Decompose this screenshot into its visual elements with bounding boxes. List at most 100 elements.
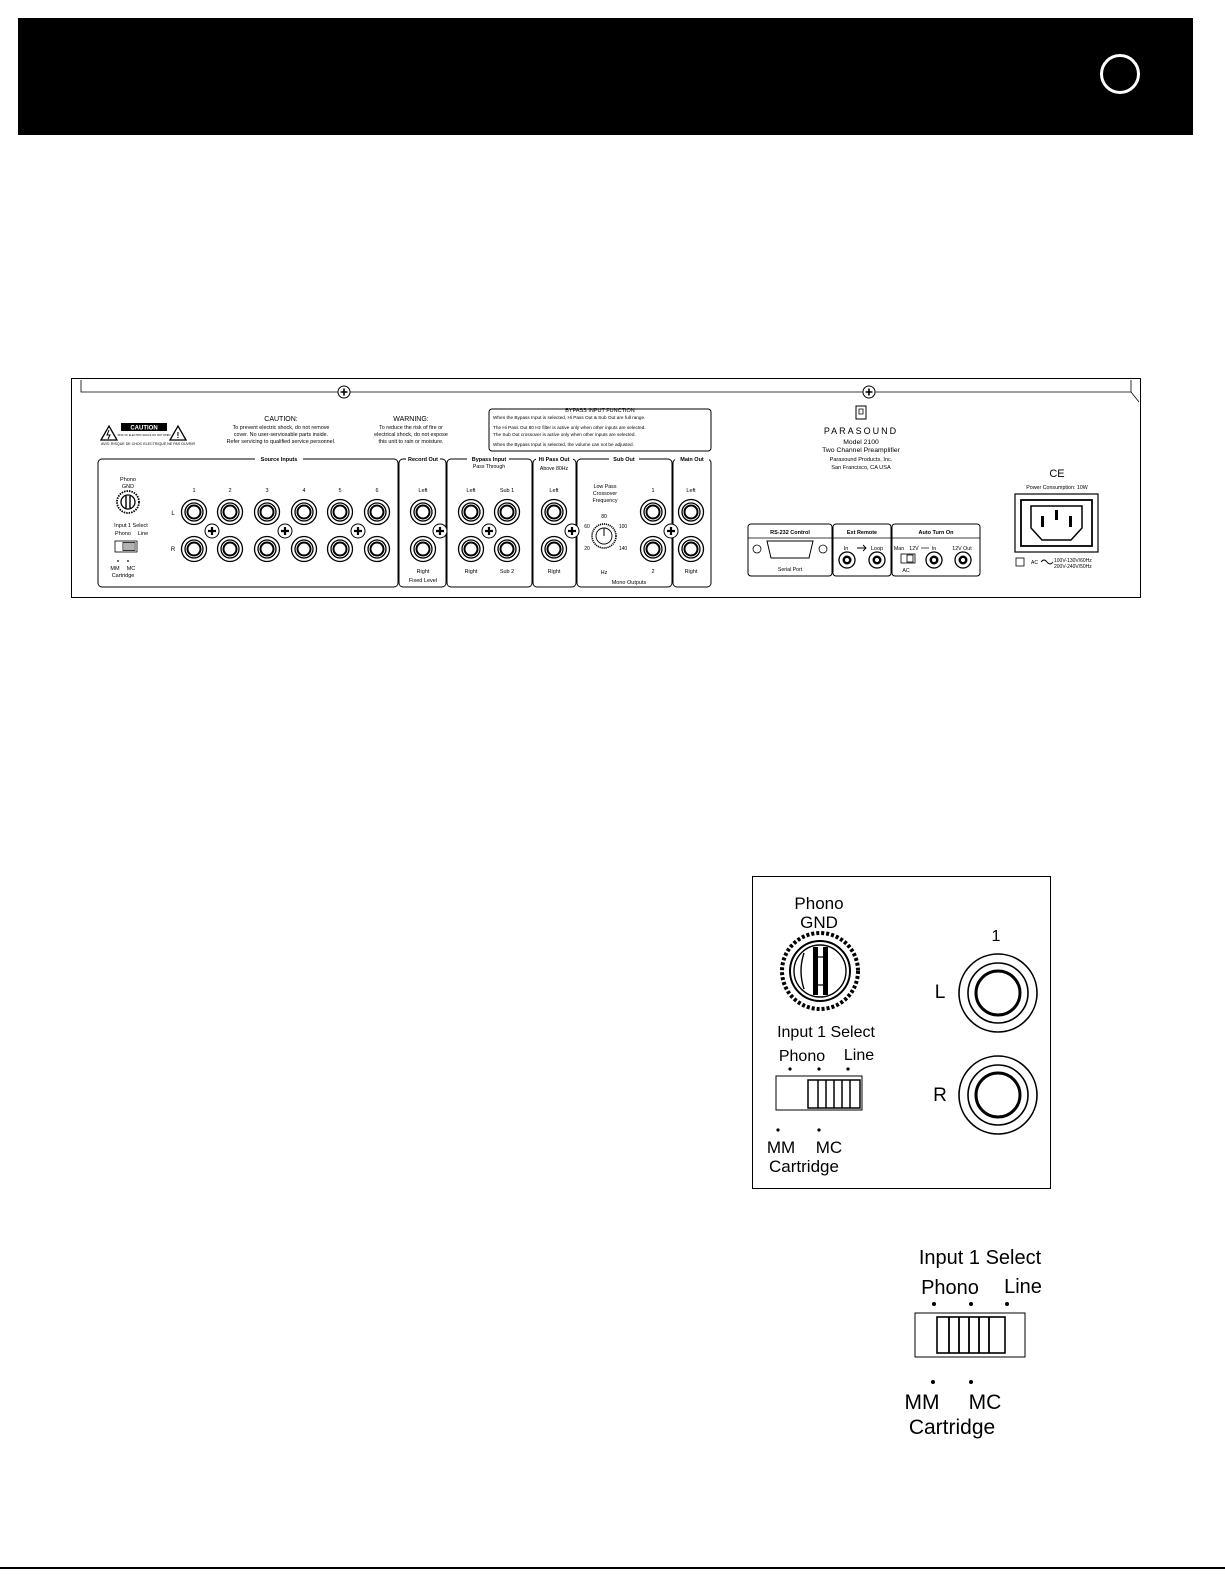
ext-remote-in: In	[844, 546, 849, 552]
serial-port-label: Serial Port	[778, 567, 803, 573]
sub-out-1: 1	[651, 488, 654, 494]
knob-mark: 60	[584, 524, 590, 530]
screw-icon	[276, 522, 294, 540]
auto-12v-out: 12V Out	[952, 546, 972, 552]
phono-gnd-label: GND	[122, 484, 134, 490]
caution-plate: CAUTION RISK OF ELECTRIC SHOCK DO NOT OP…	[99, 423, 196, 446]
rca-jack-icon[interactable]	[540, 535, 568, 563]
screw-icon	[480, 522, 498, 540]
rca-jack-icon[interactable]	[180, 535, 208, 563]
main-out-right: Right	[685, 569, 698, 575]
rca-jack-icon[interactable]	[677, 498, 705, 526]
detail-phono-pos: Phono	[779, 1048, 825, 1065]
rca-jack-icon[interactable]	[540, 498, 568, 526]
mc-label: MC	[127, 566, 136, 572]
bypass-left: Left	[466, 488, 476, 494]
bypass-function-title: BYPASS INPUT FUNCTION	[565, 408, 635, 414]
rca-jack-icon[interactable]	[457, 498, 485, 526]
record-out-left: Left	[418, 488, 428, 494]
rca-jack-icon[interactable]	[290, 498, 318, 526]
rca-jack-icon[interactable]	[180, 498, 208, 526]
rca-jack-icon[interactable]	[409, 498, 437, 526]
rca-jack-icon[interactable]	[326, 535, 354, 563]
bypass-sub2: Sub 2	[500, 569, 514, 575]
header-bar	[18, 18, 1193, 135]
auto-12v: 12V	[909, 546, 919, 552]
bypass-function-line: When the Bypass Input is selected, the v…	[493, 442, 634, 447]
voltage-line: 100V-130V/60Hz	[1054, 558, 1092, 564]
caution-line: Refer servicing to qualified service per…	[227, 439, 336, 445]
rca-jack-left-icon[interactable]	[958, 953, 1038, 1033]
phono-gnd-terminal-icon[interactable]	[780, 931, 860, 1011]
main-out-left: Left	[686, 488, 696, 494]
ac-label: AC	[1031, 560, 1038, 566]
trigger-in-jack-icon[interactable]	[925, 551, 943, 569]
rca-jack-icon[interactable]	[493, 535, 521, 563]
hi-pass-out-label: Hi Pass Out	[539, 457, 570, 463]
detail-number: 1	[992, 928, 1001, 945]
input1-detail-diagram: Phono GND 1 L R Input 1 Select Phono Lin…	[752, 876, 1051, 1189]
detail-phono: Phono	[794, 894, 843, 913]
auto-man: Man	[894, 546, 904, 552]
hi-pass-right: Right	[548, 569, 561, 575]
record-out-right: Right	[417, 569, 430, 575]
rca-jack-icon[interactable]	[290, 535, 318, 563]
input-number: 6	[375, 488, 378, 494]
brand-model: Model 2100	[843, 439, 879, 446]
bypass-function-line: The Hi Pass Out 80 Hz filter is active o…	[493, 425, 646, 430]
rca-jack-icon[interactable]	[363, 535, 391, 563]
brand-type: Two Channel Preamplifier	[822, 447, 901, 454]
auto-mode-switch[interactable]	[900, 553, 916, 564]
detail-gnd: GND	[800, 913, 838, 932]
ext-remote-jack-icon[interactable]	[868, 551, 886, 569]
rear-panel-diagram: CAUTION RISK OF ELECTRIC SHOCK DO NOT OP…	[71, 378, 1141, 598]
serial-port-icon[interactable]	[752, 540, 828, 559]
caution-title: CAUTION:	[264, 416, 298, 423]
rca-jack-icon[interactable]	[216, 535, 244, 563]
rca-jack-icon[interactable]	[409, 535, 437, 563]
mm-label: MM	[110, 566, 120, 572]
input-select-switch[interactable]	[775, 1075, 863, 1111]
rca-jack-icon[interactable]	[639, 535, 667, 563]
ext-remote-label: Ext Remote	[847, 530, 877, 536]
input-select-detail-diagram: Input 1 Select Phono Line MM MC Cartridg…	[905, 1247, 1042, 1439]
ext-remote-jack-icon[interactable]	[838, 551, 856, 569]
record-out-label: Record Out	[408, 457, 438, 463]
rca-jack-icon[interactable]	[457, 535, 485, 563]
hi-pass-left: Left	[549, 488, 559, 494]
low-pass-line: Frequency	[592, 498, 617, 504]
screw-icon	[203, 522, 221, 540]
brand-city: San Francisco, CA USA	[831, 465, 891, 471]
phono-gnd-terminal-icon[interactable]	[116, 490, 140, 514]
bypass-right: Right	[465, 569, 478, 575]
knob-mark: 80	[601, 514, 607, 520]
trigger-out-jack-icon[interactable]	[954, 551, 972, 569]
rca-jack-icon[interactable]	[639, 498, 667, 526]
detail-cartridge: Cartridge	[769, 1157, 839, 1176]
detail-mc: MC	[816, 1138, 842, 1157]
rca-jack-icon[interactable]	[677, 535, 705, 563]
rca-jack-icon[interactable]	[363, 498, 391, 526]
rca-jack-icon[interactable]	[326, 498, 354, 526]
rca-jack-icon[interactable]	[493, 498, 521, 526]
top-screw-icon	[862, 385, 876, 399]
selector-mm: MM	[905, 1391, 940, 1414]
ac-inlet-icon[interactable]	[1014, 493, 1099, 553]
row-right-label: R	[171, 547, 176, 553]
rca-jack-icon[interactable]	[253, 498, 281, 526]
rca-jack-right-icon[interactable]	[958, 1055, 1038, 1135]
rca-jack-icon[interactable]	[216, 498, 244, 526]
brand-name: PARASOUND	[824, 426, 898, 436]
mono-outputs-label: Mono Outputs	[612, 580, 647, 586]
warning-line: electrical shock, do not expose	[374, 432, 448, 438]
caution-line: To prevent electric shock, do not remove	[233, 425, 330, 431]
sub-out-2: 2	[651, 569, 654, 575]
line-position-label: Line	[138, 531, 148, 537]
screw-icon	[349, 522, 367, 540]
input-select-switch[interactable]	[114, 540, 138, 553]
input-select-switch[interactable]	[914, 1312, 1026, 1358]
caution-line: cover. No user-serviceable parts inside.	[234, 432, 328, 438]
rca-jack-icon[interactable]	[253, 535, 281, 563]
detail-mm: MM	[767, 1138, 795, 1157]
crossover-knob-icon[interactable]	[591, 523, 617, 549]
